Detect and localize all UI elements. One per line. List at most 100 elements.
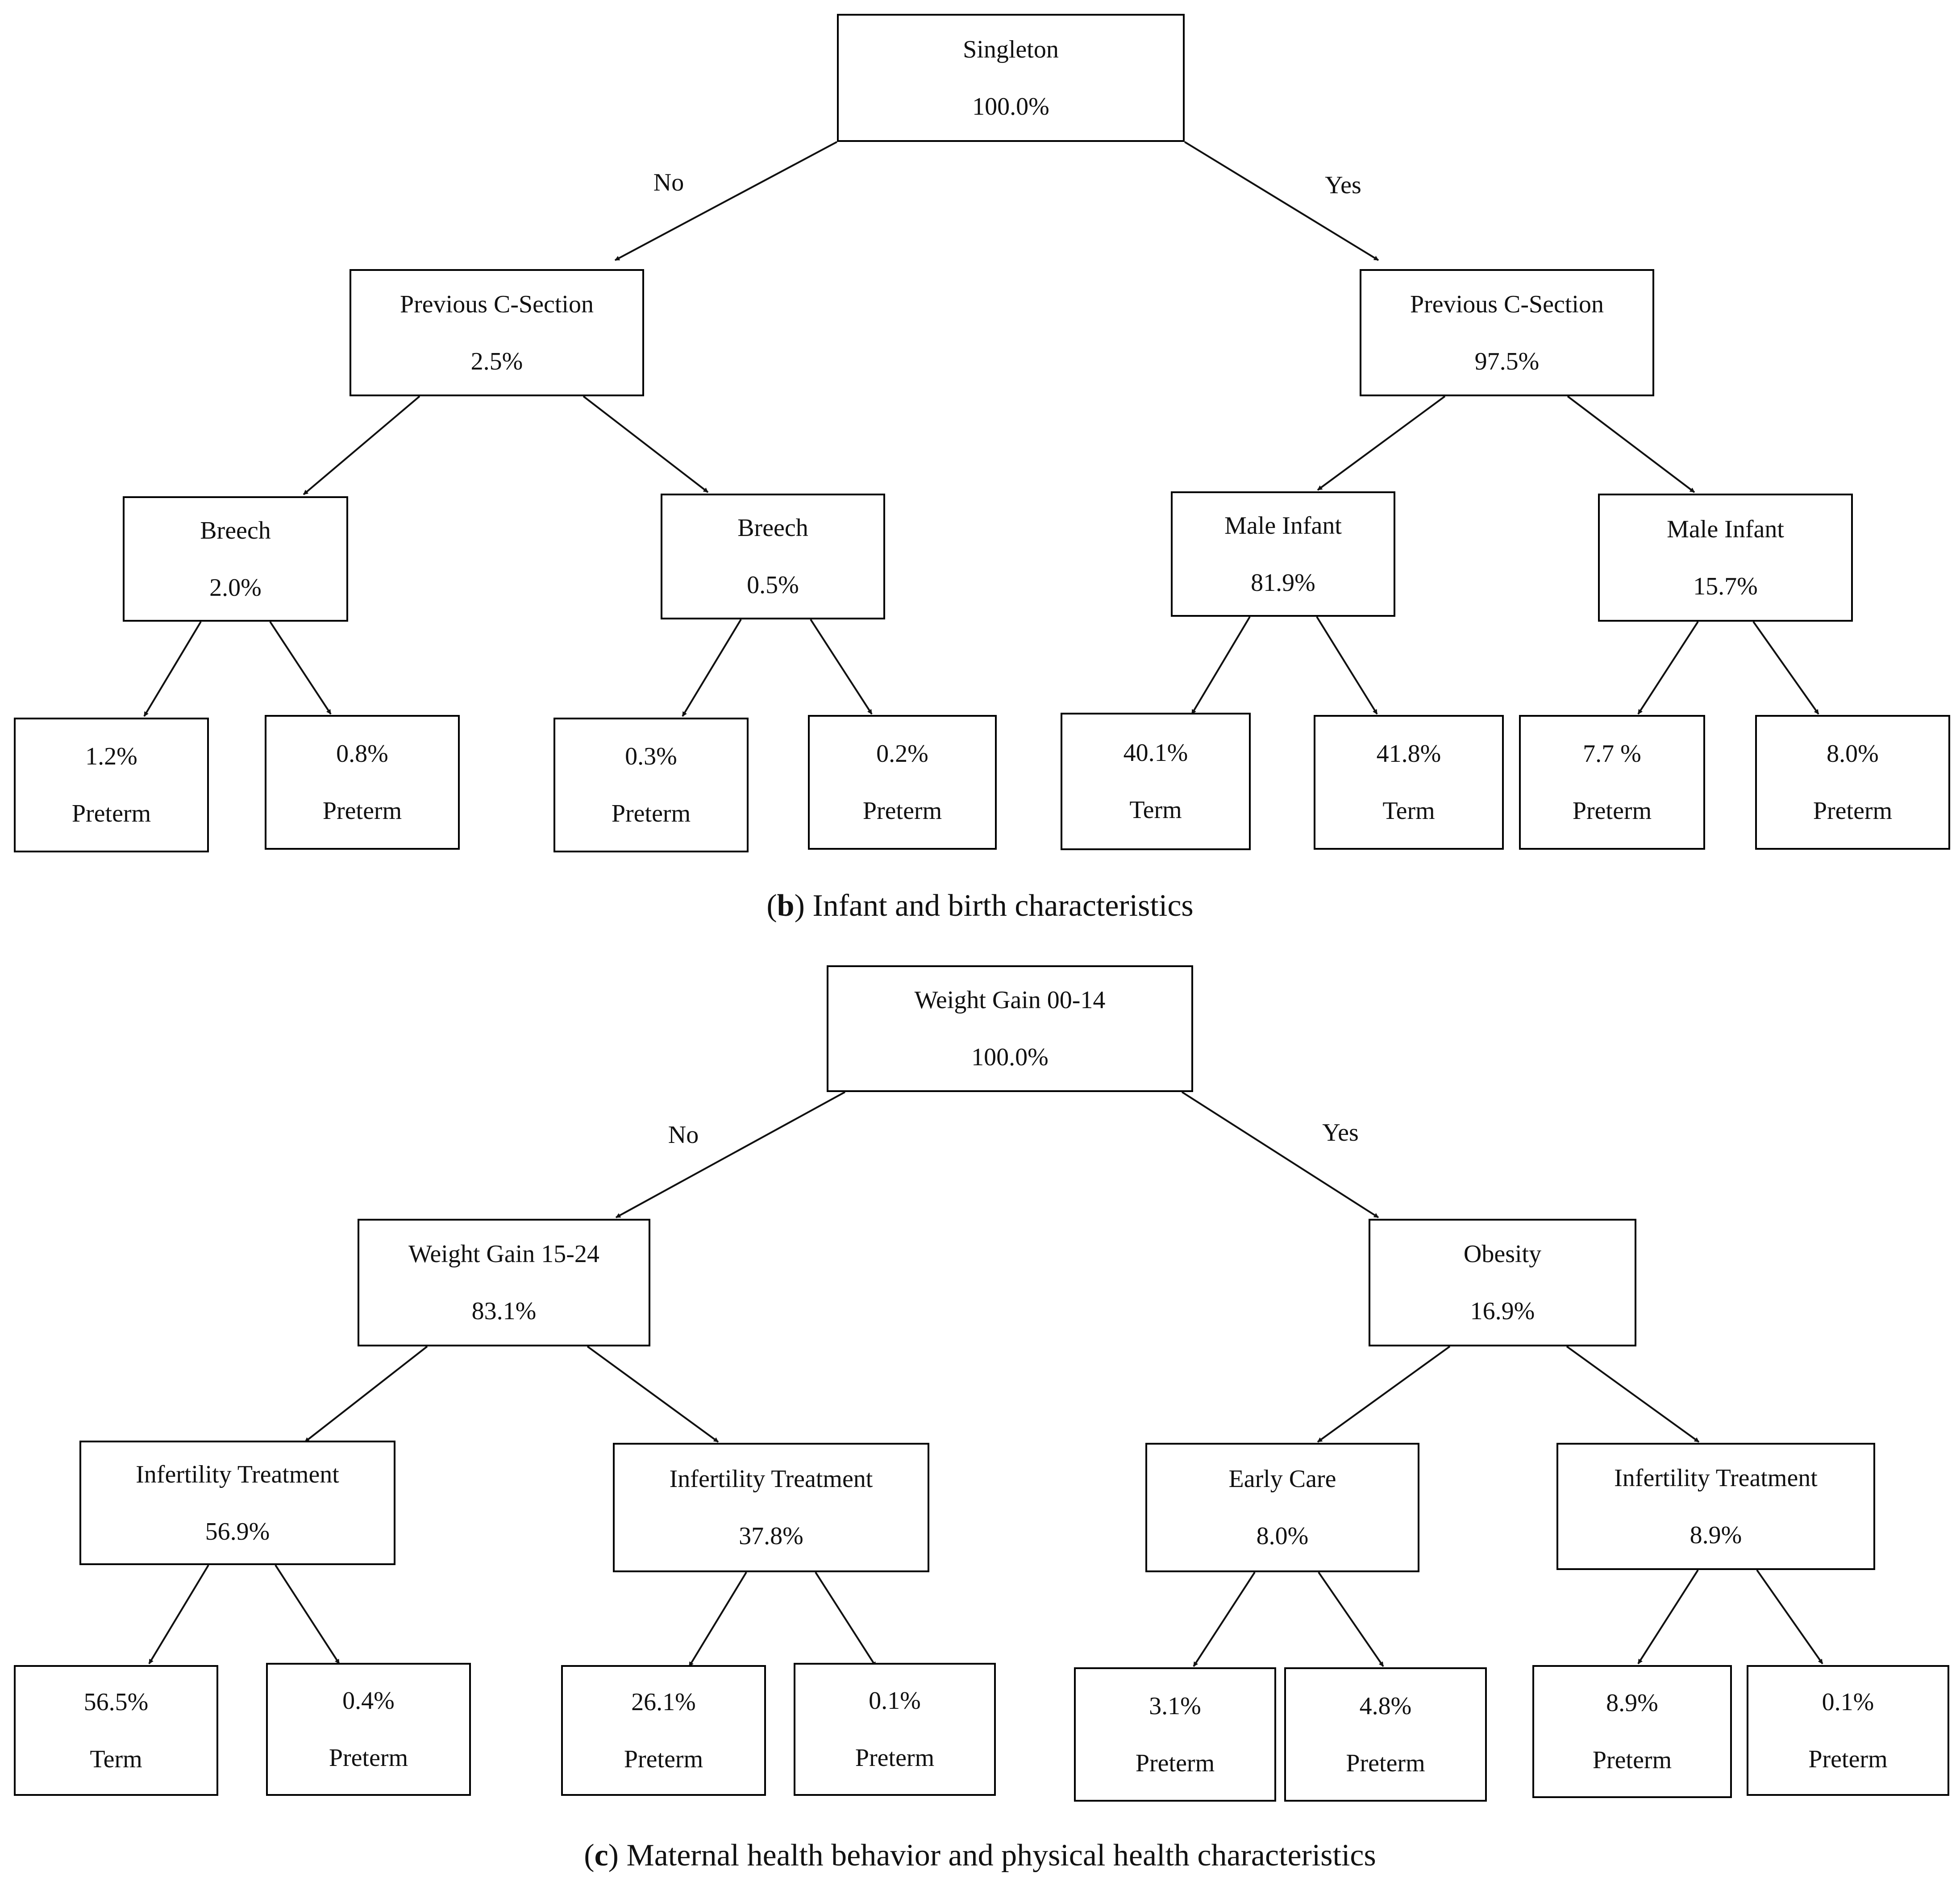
node-title: Weight Gain 00-14 <box>914 986 1106 1014</box>
node-c-l3-3: Infertility Treatment 8.9% <box>1556 1443 1875 1570</box>
leaf-c-5: 4.8% Preterm <box>1284 1667 1487 1802</box>
node-percent: 2.5% <box>470 347 523 375</box>
node-title: Obesity <box>1463 1240 1542 1268</box>
node-c-l3-1: Infertility Treatment 37.8% <box>613 1443 929 1572</box>
edge-b-midright-r <box>1567 395 1695 493</box>
leaf-percent: 4.8% <box>1359 1692 1412 1720</box>
node-percent: 56.9% <box>205 1517 270 1545</box>
leaf-percent: 8.9% <box>1606 1689 1658 1717</box>
leaf-percent: 8.0% <box>1827 740 1879 768</box>
edge-c-root-yes <box>1181 1091 1379 1218</box>
leaf-c-3: 0.1% Preterm <box>794 1663 996 1796</box>
leaf-percent: 26.1% <box>631 1688 696 1716</box>
edge-b-l3-3-r <box>1752 621 1819 715</box>
node-percent: 37.8% <box>739 1522 803 1550</box>
caption-c: (c) Maternal health behavior and physica… <box>584 1838 1376 1873</box>
caption-b: (b) Infant and birth characteristics <box>766 889 1194 923</box>
caption-text: Infant and birth characteristics <box>812 889 1194 923</box>
node-percent: 15.7% <box>1693 572 1758 600</box>
node-percent: 100.0% <box>971 1043 1049 1071</box>
node-title: Breech <box>737 514 808 542</box>
leaf-outcome: Preterm <box>1346 1749 1425 1777</box>
edge-c-l3-0-r <box>275 1564 340 1665</box>
leaf-percent: 0.2% <box>876 740 928 768</box>
leaf-outcome: Preterm <box>1813 797 1893 825</box>
edge-c-l3-1-l <box>688 1571 747 1667</box>
node-title: Weight Gain 15-24 <box>408 1240 599 1268</box>
edge-b-l3-0-l <box>143 621 202 717</box>
leaf-outcome: Preterm <box>329 1744 408 1772</box>
leaf-b-6: 7.7 % Preterm <box>1519 715 1705 850</box>
leaf-b-5: 41.8% Term <box>1314 715 1504 850</box>
leaf-percent: 0.1% <box>1822 1688 1874 1716</box>
node-b-mid-right: Previous C-Section 97.5% <box>1360 269 1654 396</box>
node-percent: 0.5% <box>747 571 799 599</box>
node-b-mid-left: Previous C-Section 2.5% <box>350 269 644 396</box>
edge-b-l3-2-l <box>1191 616 1251 715</box>
leaf-outcome: Term <box>1129 796 1182 824</box>
leaf-percent: 0.8% <box>336 740 388 768</box>
node-b-l3-0: Breech 2.0% <box>123 496 348 622</box>
node-c-root: Weight Gain 00-14 100.0% <box>827 965 1193 1092</box>
node-title: Early Care <box>1228 1465 1336 1493</box>
edge-b-root-yes <box>1184 141 1379 261</box>
leaf-percent: 0.3% <box>625 743 677 770</box>
node-c-l3-2: Early Care 8.0% <box>1145 1443 1419 1572</box>
edge-c-midleft-r <box>587 1346 719 1443</box>
node-title: Male Infant <box>1667 515 1784 543</box>
caption-text: Maternal health behavior and physical he… <box>626 1838 1376 1873</box>
edge-b-l3-2-r <box>1316 616 1378 715</box>
node-percent: 2.0% <box>209 573 262 602</box>
leaf-b-0: 1.2% Preterm <box>14 718 209 852</box>
node-b-l3-1: Breech 0.5% <box>661 494 885 619</box>
edge-b-l3-1-l <box>682 619 742 717</box>
node-b-l3-2: Male Infant 81.9% <box>1171 491 1395 617</box>
node-title: Infertility Treatment <box>1614 1464 1818 1492</box>
leaf-percent: 0.1% <box>869 1687 921 1715</box>
node-percent: 16.9% <box>1470 1297 1535 1325</box>
node-b-l3-3: Male Infant 15.7% <box>1598 494 1853 622</box>
node-title: Previous C-Section <box>400 290 594 318</box>
leaf-b-7: 8.0% Preterm <box>1755 715 1950 850</box>
edge-c-l3-0-l <box>148 1564 209 1665</box>
leaf-c-7: 0.1% Preterm <box>1747 1665 1949 1796</box>
edge-label-yes: Yes <box>1322 1119 1359 1146</box>
leaf-percent: 0.4% <box>342 1687 395 1715</box>
node-title: Infertility Treatment <box>136 1460 339 1488</box>
leaf-outcome: Preterm <box>1592 1746 1672 1774</box>
edge-c-midright-l <box>1317 1346 1451 1443</box>
edge-c-l3-2-r <box>1318 1571 1384 1667</box>
leaf-c-0: 56.5% Term <box>14 1665 218 1796</box>
leaf-percent: 1.2% <box>85 743 137 770</box>
node-percent: 8.9% <box>1690 1521 1742 1549</box>
leaf-percent: 41.8% <box>1376 740 1441 768</box>
leaf-b-2: 0.3% Preterm <box>553 718 749 852</box>
edge-c-root-no <box>616 1091 845 1218</box>
leaf-outcome: Preterm <box>611 800 691 827</box>
node-percent: 83.1% <box>471 1297 537 1325</box>
edge-c-l3-3-r <box>1756 1569 1823 1665</box>
edge-label-yes: Yes <box>1325 171 1361 199</box>
leaf-c-4: 3.1% Preterm <box>1074 1667 1276 1802</box>
node-b-root: Singleton 100.0% <box>837 14 1185 142</box>
edge-c-l3-2-l <box>1193 1571 1256 1667</box>
leaf-percent: 3.1% <box>1149 1692 1201 1720</box>
edge-b-l3-3-l <box>1637 621 1699 715</box>
node-title: Infertility Treatment <box>669 1465 873 1493</box>
caption-letter: c <box>594 1838 608 1873</box>
node-percent: 97.5% <box>1474 347 1540 375</box>
leaf-b-1: 0.8% Preterm <box>265 715 460 850</box>
edge-label-no: No <box>668 1121 699 1149</box>
edge-label-no: No <box>653 169 684 196</box>
edge-c-midleft-l <box>304 1346 428 1443</box>
node-c-mid-left: Weight Gain 15-24 83.1% <box>358 1219 650 1346</box>
node-c-mid-right: Obesity 16.9% <box>1369 1219 1636 1346</box>
leaf-outcome: Term <box>90 1745 142 1773</box>
edge-b-midleft-l <box>303 395 420 495</box>
leaf-outcome: Preterm <box>1135 1749 1215 1777</box>
node-title: Breech <box>200 516 271 544</box>
leaf-outcome: Preterm <box>71 800 151 827</box>
leaf-b-3: 0.2% Preterm <box>808 715 997 850</box>
leaf-c-1: 0.4% Preterm <box>266 1663 471 1796</box>
